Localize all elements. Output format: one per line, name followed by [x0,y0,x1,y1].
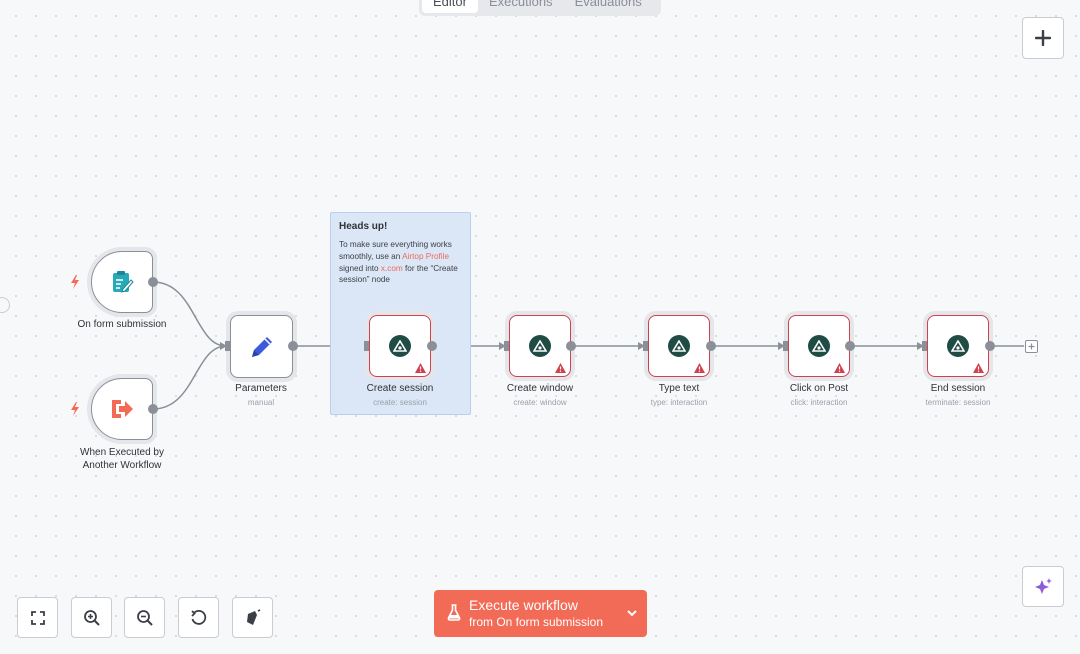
plus-icon [1028,343,1035,350]
execute-title: Execute workflow [469,597,578,613]
input-handle[interactable] [225,341,230,351]
node-subtitle: terminate: session [925,398,991,407]
input-handle[interactable] [783,341,788,351]
ai-assistant-button[interactable] [1022,566,1064,607]
output-handle[interactable] [985,341,995,351]
tab-evaluations[interactable]: Evaluations [574,0,642,9]
view-tabs: Editor Executions Evaluations [419,0,661,16]
node-label: Create session [366,383,434,394]
input-handle[interactable] [643,341,648,351]
node-subtitle: manual [247,398,275,407]
pencil-icon [251,336,272,357]
node-label: Parameters [235,383,287,394]
fit-view-icon [30,610,45,625]
sparkle-icon [1035,577,1052,594]
node-on-form-submission[interactable] [91,251,153,313]
sticky-text: signed into [339,263,379,273]
node-end-session[interactable] [927,315,989,377]
node-subtitle: create: session [373,398,427,407]
trigger-bolt-icon [71,402,79,416]
zoom-in-icon [83,609,100,626]
node-label: End session [930,383,986,394]
warning-icon [694,363,705,373]
warning-icon [415,363,426,373]
fit-view-button[interactable] [17,597,58,638]
node-subtitle: click: interaction [790,398,848,407]
airtop-icon [947,335,969,357]
tab-editor[interactable]: Editor [422,0,478,13]
zoom-out-button[interactable] [124,597,165,638]
node-subtitle: type: interaction [650,398,708,407]
airtop-icon [389,335,411,357]
chevron-down-icon[interactable] [627,610,637,617]
undo-icon [190,609,206,625]
reset-zoom-button[interactable] [178,597,219,638]
add-next-node-button[interactable] [1025,340,1038,353]
node-label: Click on Post [789,383,849,394]
execute-subtitle: from On form submission [469,615,604,629]
trigger-bolt-icon [71,275,79,289]
node-parameters[interactable] [230,315,293,378]
zoom-in-button[interactable] [71,597,112,638]
node-create-session[interactable] [369,315,431,377]
warning-icon [834,363,845,373]
warning-icon [973,363,984,373]
sticky-text: To make sure everything works smoothly, … [339,240,452,261]
input-handle[interactable] [922,341,927,351]
output-handle[interactable] [845,341,855,351]
broom-icon [246,608,260,625]
input-handle[interactable] [504,341,509,351]
input-handle[interactable] [364,341,369,351]
tidy-up-button[interactable] [232,597,273,638]
plus-icon [1035,30,1051,46]
output-handle[interactable] [288,341,298,351]
output-handle[interactable] [566,341,576,351]
airtop-icon [808,335,830,357]
node-create-window[interactable] [509,315,571,377]
output-handle[interactable] [706,341,716,351]
form-icon [113,271,134,293]
node-label: Type text [658,383,700,394]
output-handle[interactable] [427,341,437,351]
node-subtitle: create: window [513,398,567,407]
sticky-body: To make sure everything works smoothly, … [339,239,463,286]
airtop-profile-link[interactable]: Airtop Profile [402,251,449,261]
output-handle[interactable] [148,277,158,287]
x-com-link[interactable]: x.com [380,263,403,273]
tab-executions[interactable]: Executions [488,0,553,9]
sticky-note[interactable]: Heads up! To make sure everything works … [330,212,471,415]
warning-icon [555,363,566,373]
output-handle[interactable] [148,404,158,414]
node-label: On form submission [77,319,167,330]
zoom-out-icon [136,609,153,626]
node-type-text[interactable] [648,315,710,377]
flask-icon [447,604,461,621]
sticky-text: for the “Create session” node [339,263,458,285]
node-label: When Executed by Another Workflow [80,447,164,471]
node-click-on-post[interactable] [788,315,850,377]
airtop-icon [529,335,551,357]
add-node-button[interactable] [1022,17,1064,59]
node-when-executed[interactable] [91,378,153,440]
node-label: Create window [506,383,574,394]
sticky-title: Heads up! [339,221,388,232]
sign-in-icon [112,400,133,418]
airtop-icon [668,335,690,357]
execute-workflow-button[interactable]: Execute workflow from On form submission [434,590,647,637]
